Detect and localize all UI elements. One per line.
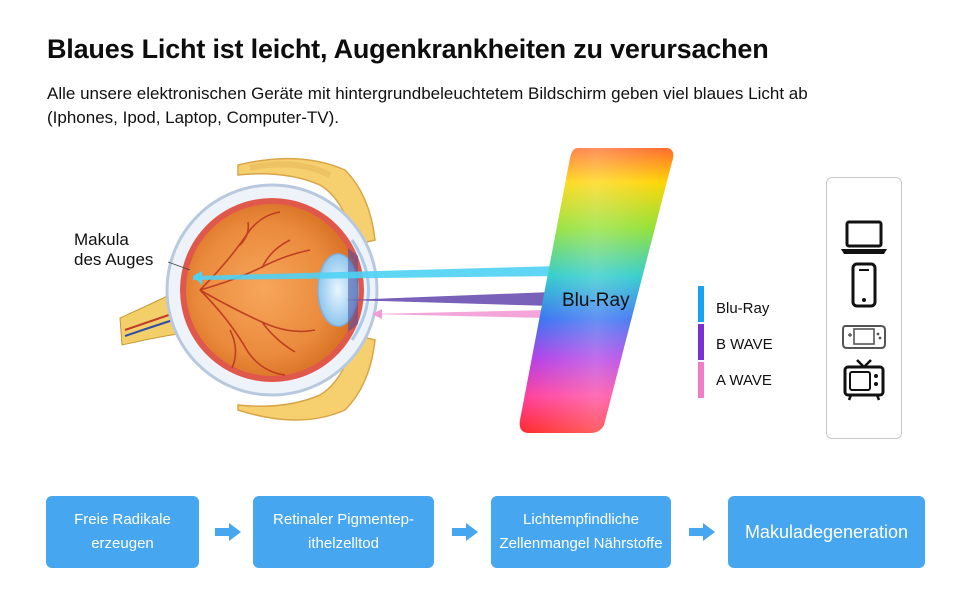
macula-label: Makula des Auges — [74, 230, 153, 270]
device-panel — [826, 177, 902, 439]
legend-item-awave: A WAVE — [698, 362, 818, 398]
smartphone-icon — [851, 262, 877, 308]
flow-arrow-icon — [215, 523, 241, 541]
macula-label-line2: des Auges — [74, 250, 154, 269]
flow-step-3-line1: Lichtempfindliche — [523, 511, 639, 528]
flow-step-3-line2: Zellenmangel Nährstoffe — [499, 535, 663, 552]
tv-icon — [843, 359, 885, 401]
legend-item-bluray: Blu-Ray — [698, 286, 818, 322]
flow-arrow-icon — [452, 523, 478, 541]
flow-step-macular-degeneration: Makuladegeneration — [728, 496, 925, 568]
laptop-icon — [841, 220, 887, 254]
macula-label-line1: Makula — [74, 230, 129, 249]
page-title: Blaues Licht ist leicht, Augenkrankheite… — [47, 34, 769, 64]
spectrum-label: Blu-Ray — [562, 290, 630, 311]
purple-ray — [345, 292, 552, 306]
blue-ray — [193, 266, 560, 280]
legend-label-bluray: Blu-Ray — [716, 300, 770, 317]
flow-step-4-line1: Makuladegeneration — [744, 522, 909, 542]
page-subtitle: Alle unsere elektronischen Geräte mit hi… — [47, 84, 808, 127]
legend-swatch-bwave — [698, 324, 704, 360]
game-console-icon — [842, 325, 886, 349]
flow-step-2-line2: ithelzelltod — [308, 535, 379, 552]
legend-swatch-bluray — [698, 286, 704, 322]
flow-arrow-icon — [689, 523, 715, 541]
flow-step-free-radicals: Freie Radikale erzeugen — [46, 496, 199, 568]
legend-item-bwave: B WAVE — [698, 324, 818, 360]
flow-step-1-line1: Freie Radikale — [74, 511, 171, 528]
pink-ray — [372, 310, 545, 318]
flow-step-nutrient-deficiency: Lichtempfindliche Zellenmangel Nährstoff… — [491, 496, 671, 568]
flow-step-pigment-cell-death: Retinaler Pigmentep- ithelzelltod — [253, 496, 434, 568]
flow-step-1-line2: erzeugen — [91, 535, 154, 552]
legend-swatch-awave — [698, 362, 704, 398]
eye-illustration — [119, 148, 674, 433]
legend-label-awave: A WAVE — [716, 372, 772, 389]
legend-label-bwave: B WAVE — [716, 336, 773, 353]
cornea — [350, 239, 370, 341]
flow-step-2-line1: Retinaler Pigmentep- — [273, 511, 414, 528]
